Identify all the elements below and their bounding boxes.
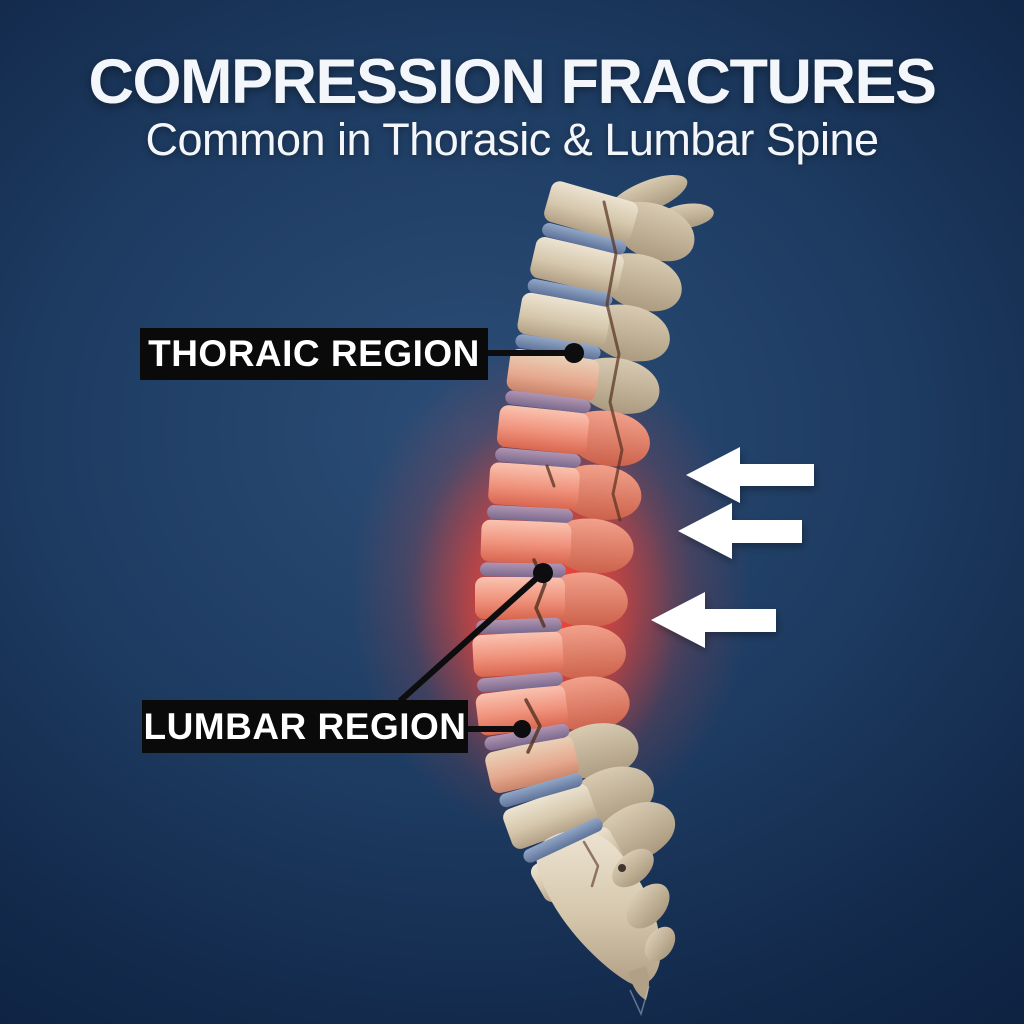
disc	[499, 773, 583, 808]
vertebra-fractured	[480, 517, 635, 575]
vertebral-body	[485, 735, 579, 794]
vertebra	[485, 714, 644, 794]
posterior-crack	[602, 200, 624, 522]
compression-arrow	[651, 592, 776, 648]
vertebra	[503, 755, 662, 849]
disc	[523, 818, 603, 863]
disc	[487, 505, 573, 523]
vertebral-body	[517, 292, 611, 347]
page-subtitle: Common in Thorasic & Lumbar Spine	[145, 114, 879, 165]
disc	[477, 671, 563, 693]
page-title: COMPRESSION FRACTURES	[88, 47, 937, 117]
vertebra-fractured	[475, 671, 633, 736]
disc	[527, 278, 613, 307]
vertebral-body	[544, 181, 638, 243]
sacral-foramen	[618, 864, 626, 872]
vertebra-fractured	[488, 462, 644, 523]
vertebra	[517, 292, 675, 368]
vertebra-fractured	[472, 622, 628, 682]
vertebral-body	[475, 684, 569, 736]
lumbar-leader-dot	[513, 720, 531, 738]
compression-arrow	[686, 447, 814, 503]
leader-lines	[397, 343, 584, 738]
lumbar-diagonal-leader-dot	[533, 563, 553, 583]
lumbar-diagonal-leader-line	[397, 574, 541, 704]
coccyx-sketch	[629, 985, 650, 1017]
sacrum	[536, 830, 676, 1017]
thoracic-leader-dot	[564, 343, 584, 363]
crack	[524, 698, 542, 754]
vertebral-body	[488, 462, 580, 510]
vertebral-body	[503, 783, 597, 849]
disc	[505, 390, 591, 414]
compression-arrow	[678, 503, 802, 559]
vertebra	[544, 181, 702, 270]
vertebra	[530, 236, 688, 319]
vertebral-body	[475, 577, 565, 619]
disc	[484, 723, 570, 751]
crack	[582, 840, 600, 888]
vertebral-body	[480, 519, 572, 565]
vertebra-fractured	[496, 405, 653, 471]
thoracic-region-label: THORAIC REGION	[140, 328, 488, 380]
disc	[495, 447, 581, 469]
lumbar-region-label: LUMBAR REGION	[142, 700, 468, 753]
vertebral-body	[472, 631, 564, 677]
compression-arrows	[651, 447, 814, 648]
disc	[480, 562, 566, 578]
disc	[542, 223, 626, 255]
coccyx	[628, 966, 649, 1000]
crack	[545, 464, 556, 488]
vertebral-body	[530, 236, 624, 295]
vertebral-body	[496, 405, 590, 455]
